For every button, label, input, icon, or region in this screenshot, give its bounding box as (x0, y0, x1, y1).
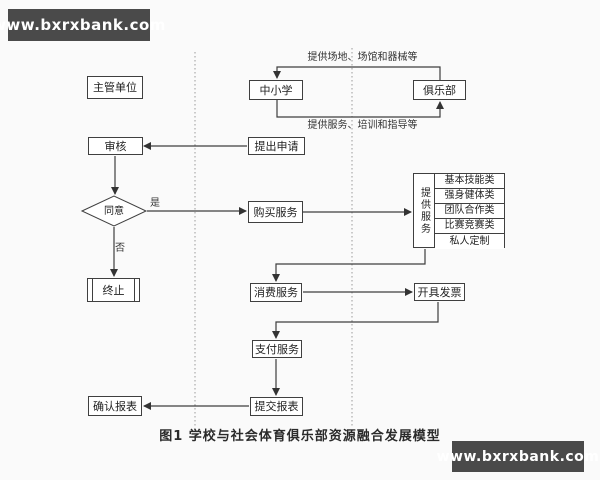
terminate-left-bar (92, 279, 93, 301)
service-category-item: 团队合作类 (435, 204, 504, 219)
agree-decision-shape (80, 195, 148, 227)
node-club: 俱乐部 (413, 80, 466, 100)
edge-club-to-school-top (273, 66, 441, 80)
service-category-item: 强身健体类 (435, 189, 504, 204)
edge-label-no: 否 (115, 243, 125, 254)
node-submit-application: 提出申请 (248, 137, 305, 155)
node-review: 审核 (88, 137, 143, 155)
node-agree-decision: 同意 (104, 205, 124, 217)
terminate-right-bar (134, 279, 135, 301)
terminate-label: 终止 (102, 283, 125, 297)
node-terminate: 终止 (87, 278, 140, 302)
edge-provide-to-consume (272, 249, 426, 282)
node-consume-service: 消费服务 (250, 283, 302, 302)
node-issue-invoice: 开具发票 (414, 283, 465, 301)
edge-invoice-to-pay (272, 302, 439, 339)
service-category-item: 比赛竞赛类 (435, 219, 504, 234)
edge-label-yes: 是 (150, 198, 160, 209)
node-school: 中小学 (249, 80, 303, 100)
service-category-item: 私人定制 (435, 234, 504, 249)
node-confirm-report: 确认报表 (88, 396, 142, 416)
node-submit-report: 提交报表 (250, 397, 303, 416)
watermark-top-left: www.bxrxbank.com (0, 9, 165, 41)
provide-service-label: 提供服务 (414, 174, 435, 247)
service-category-item: 基本技能类 (435, 174, 504, 189)
edge-label-provide-venue: 提供场地、场馆和器械等 (307, 51, 418, 63)
node-supervisor: 主管单位 (87, 76, 143, 99)
node-pay-service: 支付服务 (252, 340, 302, 358)
watermark-bottom-right: www.bxrxbank.com (437, 441, 599, 472)
edge-school-to-club-bottom (276, 100, 444, 118)
edge-label-provide-training: 提供服务、培训和指导等 (307, 119, 418, 131)
service-category-list: 基本技能类 强身健体类 团队合作类 比赛竞赛类 私人定制 (435, 174, 504, 249)
node-purchase-service: 购买服务 (248, 201, 303, 223)
figure-caption: 图1 学校与社会体育俱乐部资源融合发展模型 (159, 429, 441, 444)
node-provide-service-group: 提供服务 基本技能类 强身健体类 团队合作类 比赛竞赛类 私人定制 (413, 173, 505, 249)
